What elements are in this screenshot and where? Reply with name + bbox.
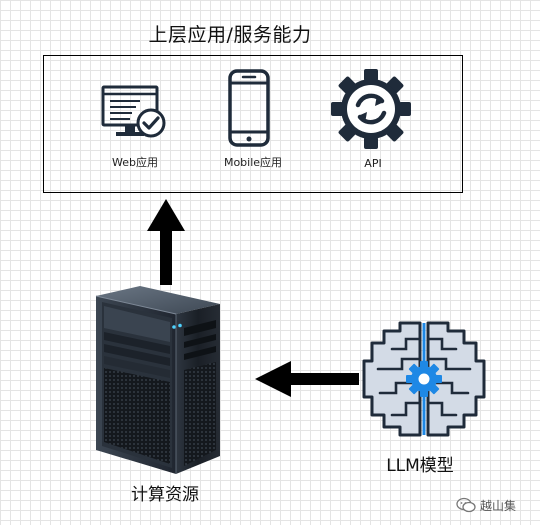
mobile-app-label: Mobile应用 — [223, 156, 283, 169]
services-box — [43, 55, 463, 193]
left-arrow — [255, 361, 359, 397]
up-arrow — [147, 199, 185, 285]
api-label: API — [364, 157, 382, 170]
api-gear-icon — [331, 69, 411, 149]
ai-brain-icon — [362, 321, 486, 437]
web-app-icon — [101, 85, 166, 138]
llm-label: LLM模型 — [386, 456, 454, 476]
watermark: 越山集 — [456, 494, 536, 516]
watermark-text: 越山集 — [480, 498, 517, 513]
mobile-phone-icon — [228, 69, 270, 147]
services-title: 上层应用/服务能力 — [148, 24, 312, 46]
compute-label: 计算资源 — [131, 485, 199, 505]
server-tower-icon — [95, 286, 220, 474]
web-app-label: Web应用 — [112, 156, 158, 169]
wechat-icon — [456, 497, 476, 513]
